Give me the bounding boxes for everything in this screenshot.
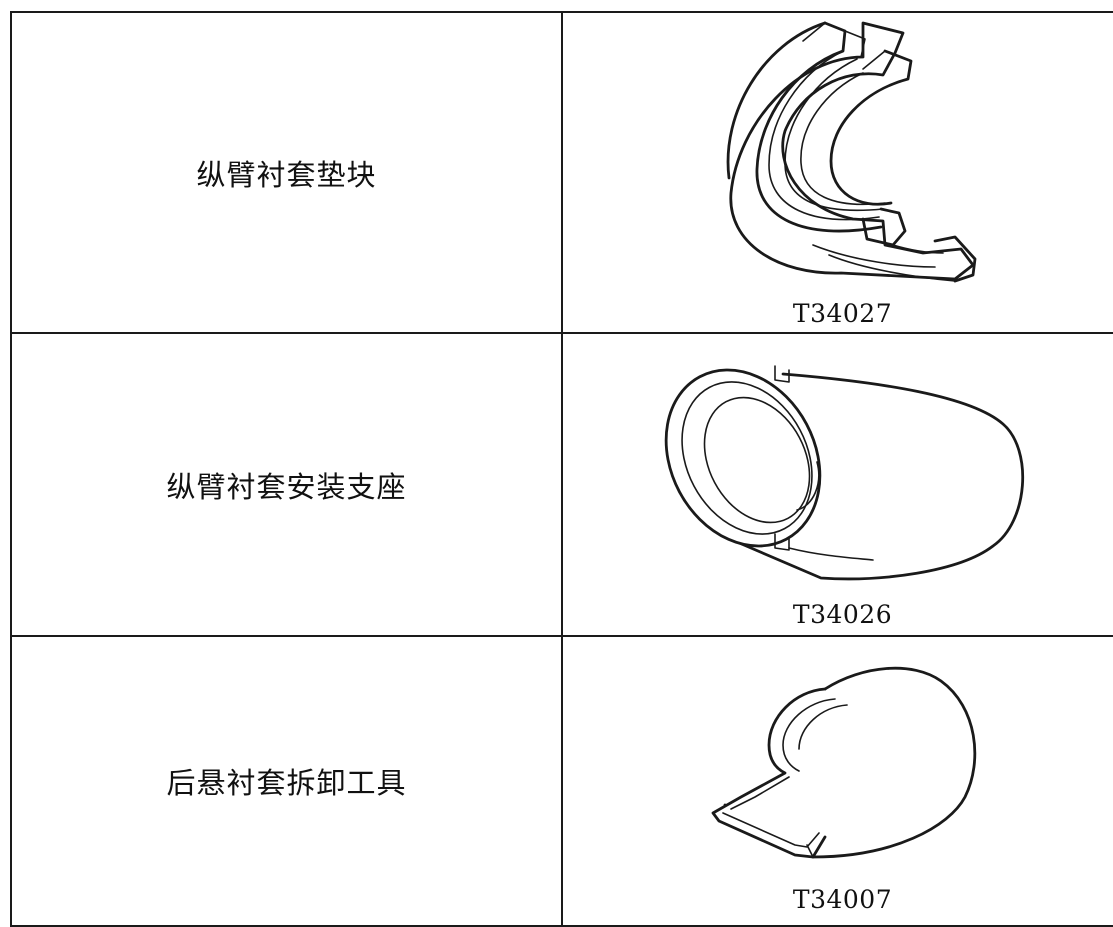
table-row: 纵臂衬套垫块 (10, 11, 1113, 334)
tool-code: T34007 (792, 885, 893, 914)
tool-name: 纵臂衬套垫块 (10, 11, 563, 334)
tool-picture-cell: T34026 (561, 332, 1113, 637)
tool-picture-cell: T34027 (561, 11, 1113, 334)
tool-name: 后悬衬套拆卸工具 (10, 635, 563, 927)
table-row: 纵臂衬套安装支座 T34026 (10, 332, 1113, 637)
table-row: 后悬衬套拆卸工具 T34007 (10, 635, 1113, 927)
tool-picture-cell: T34007 (561, 635, 1113, 927)
sleeve-cup-icon (664, 365, 1025, 581)
half-ring-spacer-icon (726, 21, 977, 283)
split-sleeve-icon (711, 666, 977, 859)
tool-code: T34027 (792, 299, 893, 328)
special-tools-table: 纵臂衬套垫块 (10, 11, 1113, 927)
tool-name: 纵臂衬套安装支座 (10, 332, 563, 637)
tool-code: T34026 (792, 600, 893, 629)
